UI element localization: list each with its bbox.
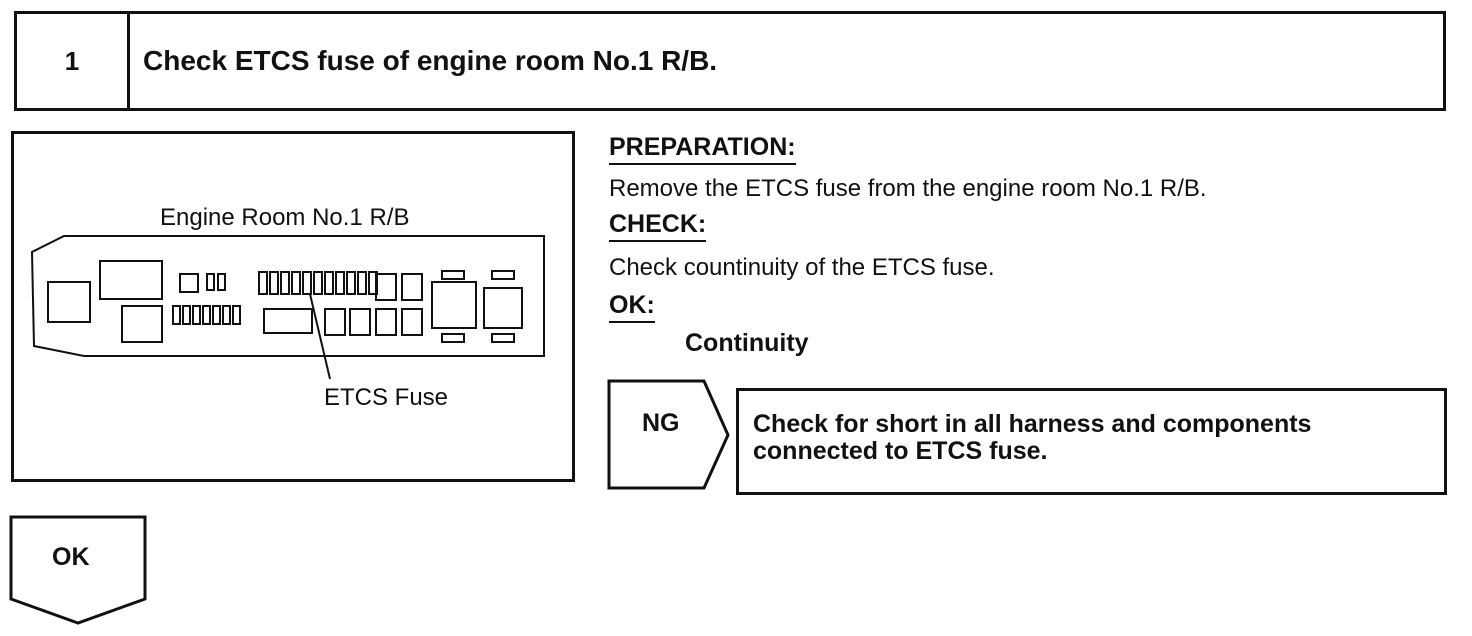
relay-block-diagram (30, 235, 545, 380)
connector (441, 270, 465, 280)
relay (324, 308, 346, 336)
relay (121, 305, 163, 343)
check-text: Check countinuity of the ETCS fuse. (609, 254, 995, 281)
relay-block-outline (30, 235, 545, 357)
ok-tag-label: OK (52, 543, 90, 571)
fuse (302, 271, 312, 295)
relay (401, 308, 423, 336)
preparation-heading: PREPARATION: (609, 133, 796, 165)
fuse (222, 305, 231, 325)
fuse (258, 271, 268, 295)
relay (263, 308, 313, 334)
check-heading: CHECK: (609, 210, 707, 242)
fuse (232, 305, 241, 325)
fuse (179, 273, 199, 293)
ok-heading: OK: (609, 291, 655, 323)
connector (491, 333, 515, 343)
step-header: 1 Check ETCS fuse of engine room No.1 R/… (14, 11, 1446, 111)
relay (375, 273, 397, 301)
relay (401, 273, 423, 301)
fuse (291, 271, 301, 295)
fuse (202, 305, 211, 325)
fuse (324, 271, 334, 295)
ok-value: Continuity (685, 329, 809, 357)
relay (483, 287, 523, 329)
ng-result-line1: Check for short in all harness and compo… (753, 410, 1312, 438)
relay (47, 281, 91, 323)
fuse (335, 271, 345, 295)
ok-arrow-tag (9, 515, 147, 625)
relay (349, 308, 371, 336)
connector (491, 270, 515, 280)
step-title: Check ETCS fuse of engine room No.1 R/B. (143, 45, 718, 76)
fuse (313, 271, 323, 295)
preparation-text: Remove the ETCS fuse from the engine roo… (609, 175, 1207, 202)
etcs-fuse-label: ETCS Fuse (324, 384, 449, 411)
fuse (280, 271, 290, 295)
step-number: 1 (17, 14, 130, 108)
fuse (346, 271, 356, 295)
connector (441, 333, 465, 343)
ng-result-line2: connected to ETCS fuse. (753, 437, 1048, 465)
relay-block-figure: Engine Room No.1 R/B (11, 131, 575, 482)
fuse (212, 305, 221, 325)
figure-title-label: Engine Room No.1 R/B (160, 204, 410, 231)
fuse (357, 271, 367, 295)
ng-tag-label: NG (642, 409, 680, 437)
fuse (182, 305, 191, 325)
fuse (192, 305, 201, 325)
relay (375, 308, 397, 336)
fuse (172, 305, 181, 325)
relay (99, 260, 163, 300)
ng-result-box: Check for short in all harness and compo… (736, 388, 1447, 495)
fuse (217, 273, 226, 291)
ng-arrow-tag (607, 379, 730, 490)
fuse (269, 271, 279, 295)
etcs-fuse-leader (309, 293, 331, 380)
relay (431, 281, 477, 329)
fuse (206, 273, 215, 291)
